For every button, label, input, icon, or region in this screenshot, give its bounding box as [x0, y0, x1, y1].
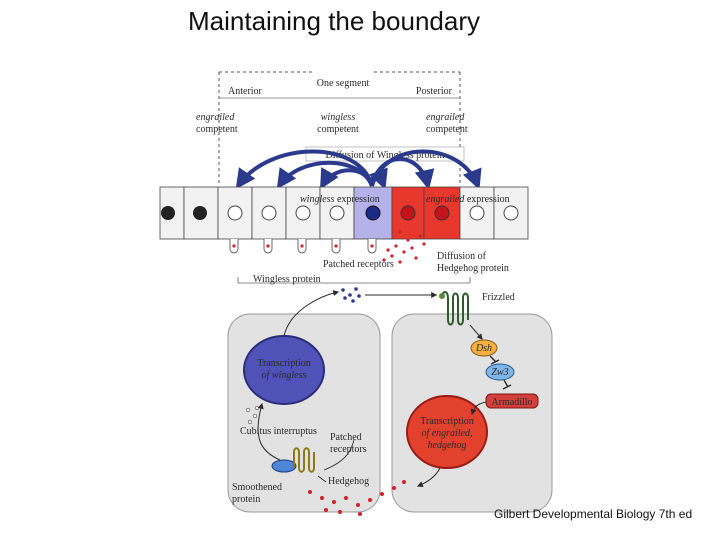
transcription-engrailed-1: Transcription	[420, 416, 474, 427]
hedgehog-label: Hedgehog	[328, 476, 369, 487]
dsh-label: Dsh	[475, 343, 492, 354]
hedgehog-dots-top	[232, 230, 426, 264]
smoothened-protein	[271, 459, 297, 473]
armadillo-label: Armadillo	[491, 397, 532, 408]
segment-label: One segment	[317, 78, 370, 89]
frizzled-label: Frizzled	[482, 292, 515, 303]
engrailed-expression-word: expression	[464, 194, 509, 205]
patched-receptors-bottom-2: receptors	[330, 444, 367, 455]
engrailed-competent-left-1: engrailed	[196, 112, 235, 123]
cubitus-to-nucleus-arrow	[257, 402, 281, 461]
cell-row	[159, 186, 529, 254]
wingless-diffusion-arrows	[235, 149, 482, 190]
source-credit: Gilbert Developmental Biology 7th ed	[494, 507, 693, 521]
wingless-protein-label: Wingless protein	[253, 274, 321, 285]
svg-text:engrailed expression: engrailed expression	[426, 194, 510, 205]
smoothened-label-2: protein	[232, 494, 260, 505]
anterior-label: Anterior	[228, 86, 263, 97]
wingless-secretion-arrow	[283, 290, 340, 337]
patched-receptors-bottom-1: Patched	[330, 432, 362, 443]
zw3-node	[485, 363, 515, 381]
patched-receptor	[293, 447, 315, 473]
transcription-engrailed-2: of engrailed,	[421, 428, 472, 439]
patched-receptors-top-label: Patched receptors	[323, 259, 394, 270]
engrailed-competent-right-2: competent	[426, 124, 468, 135]
engrailed-competent-left-2: competent	[196, 124, 238, 135]
engrailed-nucleus	[406, 395, 488, 469]
engrailed-expression-ital: engrailed	[426, 194, 465, 205]
wingless-competent-1: wingless	[321, 112, 356, 123]
cubitus-label: Cubitus interruptus	[240, 426, 317, 437]
engrailed-competent-right-1: engrailed	[426, 112, 465, 123]
smoothened-label-1: Smoothened	[232, 482, 282, 493]
zoom-bracket	[237, 277, 471, 284]
dsh-node	[470, 339, 498, 357]
wingless-competent-2: competent	[317, 124, 359, 135]
frizzled-receptor	[441, 291, 469, 326]
zw3-label: Zw3	[491, 367, 508, 378]
posterior-label: Posterior	[416, 86, 453, 97]
transcription-engrailed-3: hedgehog	[428, 440, 467, 451]
transcription-wingless-2: of wingless	[262, 370, 307, 381]
diffusion-hedgehog-label-2: Hedgehog protein	[437, 263, 509, 274]
wingless-expression-ital: wingless	[300, 194, 335, 205]
hedgehog-dots-bottom	[308, 480, 406, 516]
wingless-expression-word: expression	[334, 194, 379, 205]
svg-text:wingless expression: wingless expression	[300, 194, 380, 205]
armadillo-node	[485, 393, 539, 409]
diffusion-wingless-label: Diffusion of Wingless protein	[326, 150, 445, 161]
frizzled-head	[439, 293, 445, 299]
transcription-wingless-1: Transcription	[257, 358, 311, 369]
slide-title: Maintaining the boundary	[188, 6, 480, 36]
wingless-protein-dots	[341, 287, 361, 303]
diffusion-hedgehog-label-1: Diffusion of	[437, 251, 487, 262]
